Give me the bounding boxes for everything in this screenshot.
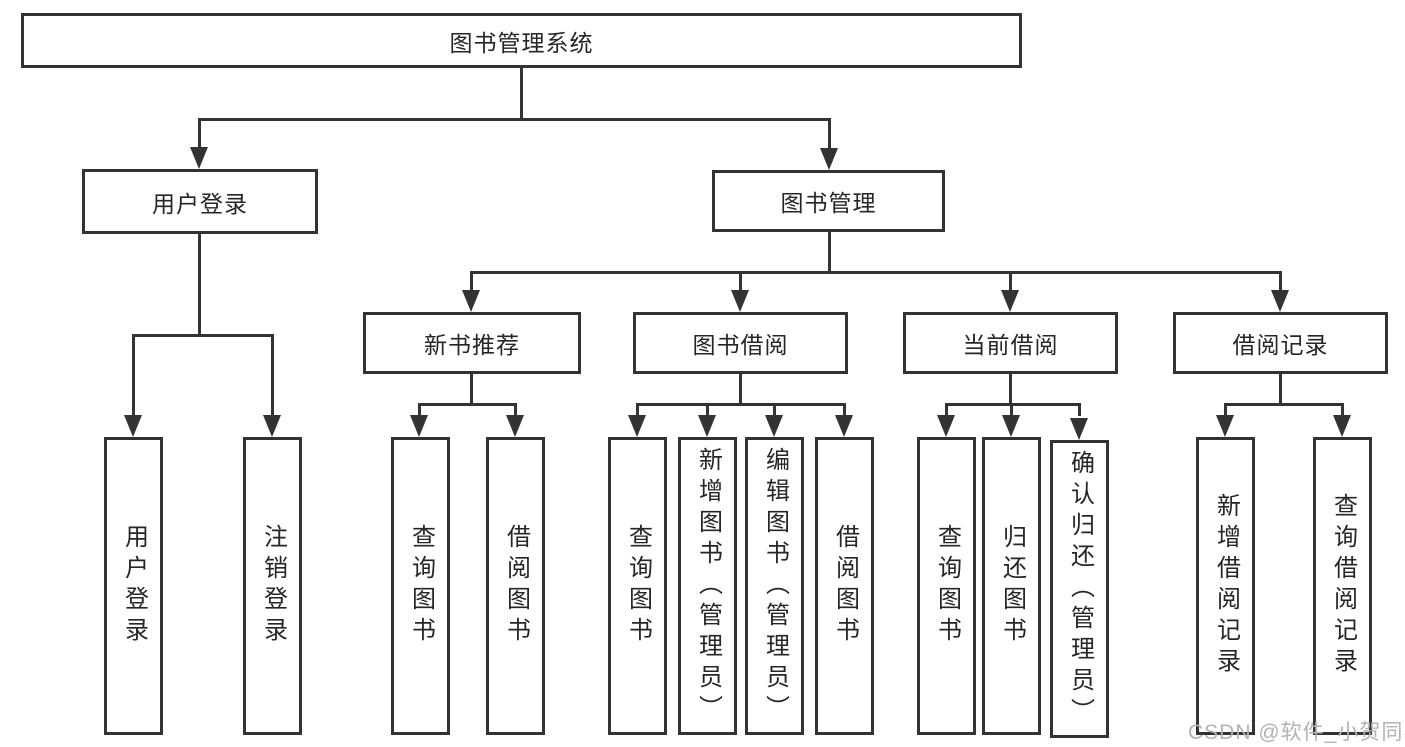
leaf-logout: 注销登录 bbox=[243, 437, 302, 735]
connector-book-borrow-rail bbox=[636, 403, 844, 406]
csdn-watermark: CSDN @软件_小贺同学 bbox=[1188, 721, 1405, 744]
connector-to-leaf-rec-borrow bbox=[514, 403, 517, 416]
arrowhead-leaf-br-add bbox=[1216, 415, 1234, 437]
leaf-rec-query-books: 查询图书 bbox=[391, 437, 450, 735]
arrowhead-leaf-bb-edit bbox=[765, 415, 783, 437]
leaf-user-login-label: 用户登录 bbox=[120, 524, 148, 648]
leaf-bb-add-books: 新增图书（管理员） bbox=[678, 437, 737, 735]
arrowhead-leaf-user-login bbox=[124, 415, 142, 437]
node-user-login: 用户登录 bbox=[82, 169, 318, 234]
arrowhead-borrow-record bbox=[1271, 290, 1289, 312]
connector-level2-rail bbox=[198, 118, 831, 121]
connector-user-login-rail bbox=[132, 334, 273, 337]
node-new-book-rec-label: 新书推荐 bbox=[424, 332, 520, 358]
node-current-borrow-label: 当前借阅 bbox=[962, 332, 1059, 358]
leaf-bb-query-books-label: 查询图书 bbox=[624, 524, 652, 648]
leaf-bb-add-books-label: 新增图书（管理员） bbox=[694, 446, 722, 726]
leaf-cb-confirm-return: 确认归还（管理员） bbox=[1050, 440, 1109, 738]
node-book-borrow: 图书借阅 bbox=[633, 312, 848, 374]
leaf-rec-query-books-label: 查询图书 bbox=[407, 524, 435, 648]
arrowhead-leaf-rec-borrow bbox=[506, 415, 524, 437]
node-user-login-label: 用户登录 bbox=[152, 190, 248, 217]
connector-borrow-record-stem bbox=[1279, 374, 1282, 405]
connector-to-leaf-user-login bbox=[132, 334, 135, 415]
connector-to-new-book-rec bbox=[470, 271, 473, 290]
leaf-br-add-record: 新增借阅记录 bbox=[1196, 437, 1255, 735]
connector-to-borrow-record bbox=[1279, 271, 1282, 290]
connector-book-mgmt-stem bbox=[828, 232, 831, 273]
connector-to-leaf-rec-query bbox=[418, 403, 421, 416]
arrowhead-leaf-logout bbox=[263, 415, 281, 437]
leaf-logout-label: 注销登录 bbox=[259, 524, 287, 648]
leaf-bb-borrow-books-label: 借阅图书 bbox=[831, 524, 859, 648]
node-borrow-record-label: 借阅记录 bbox=[1232, 332, 1329, 358]
connector-to-user-login bbox=[198, 118, 201, 149]
node-borrow-record: 借阅记录 bbox=[1173, 312, 1388, 374]
connector-to-leaf-br-add bbox=[1224, 403, 1227, 416]
arrowhead-leaf-cb-return bbox=[1002, 415, 1020, 437]
leaf-br-add-record-label: 新增借阅记录 bbox=[1212, 493, 1240, 679]
arrowhead-leaf-bb-add bbox=[698, 415, 716, 437]
connector-to-leaf-cb-confirm bbox=[1078, 403, 1081, 416]
connector-new-book-rec-stem bbox=[470, 374, 473, 405]
node-new-book-rec: 新书推荐 bbox=[363, 312, 581, 374]
arrowhead-leaf-cb-query bbox=[937, 415, 955, 437]
leaf-rec-borrow-books-label: 借阅图书 bbox=[502, 524, 530, 648]
connector-to-leaf-cb-return bbox=[1010, 403, 1013, 416]
connector-new-book-rec-rail bbox=[418, 403, 517, 406]
connector-to-leaf-cb-query bbox=[945, 403, 948, 416]
leaf-br-query-record-label: 查询借阅记录 bbox=[1329, 493, 1357, 679]
connector-borrow-record-rail bbox=[1224, 403, 1343, 406]
leaf-bb-query-books: 查询图书 bbox=[608, 437, 667, 735]
leaf-rec-borrow-books: 借阅图书 bbox=[486, 437, 545, 735]
arrowhead-new-book-rec bbox=[462, 290, 480, 312]
connector-to-leaf-logout bbox=[271, 334, 274, 415]
leaf-br-query-record: 查询借阅记录 bbox=[1313, 437, 1372, 735]
arrowhead-leaf-bb-borrow bbox=[835, 415, 853, 437]
arrowhead-user-login bbox=[190, 147, 208, 169]
leaf-cb-confirm-return-label: 确认归还（管理员） bbox=[1066, 449, 1094, 729]
leaf-cb-return-books: 归还图书 bbox=[982, 437, 1041, 735]
connector-current-borrow-stem bbox=[1009, 374, 1012, 405]
leaf-cb-query-books-label: 查询图书 bbox=[933, 524, 961, 648]
leaf-cb-query-books: 查询图书 bbox=[917, 437, 976, 735]
node-book-mgmt: 图书管理 bbox=[712, 170, 945, 232]
connector-to-leaf-bb-query bbox=[636, 403, 639, 416]
leaf-bb-edit-books-label: 编辑图书（管理员） bbox=[761, 446, 789, 726]
node-root: 图书管理系统 bbox=[21, 13, 1022, 68]
leaf-bb-borrow-books: 借阅图书 bbox=[815, 437, 874, 735]
arrowhead-leaf-bb-query bbox=[628, 415, 646, 437]
arrowhead-current-borrow bbox=[1001, 290, 1019, 312]
node-book-mgmt-label: 图书管理 bbox=[780, 190, 877, 216]
connector-book-borrow-stem bbox=[739, 374, 742, 405]
node-current-borrow: 当前借阅 bbox=[903, 312, 1118, 374]
connector-to-leaf-bb-add bbox=[706, 403, 709, 416]
connector-level3-rail bbox=[470, 271, 1282, 274]
arrowhead-leaf-br-query bbox=[1333, 415, 1351, 437]
leaf-user-login: 用户登录 bbox=[104, 437, 163, 735]
connector-to-leaf-bb-edit bbox=[773, 403, 776, 416]
connector-to-book-mgmt bbox=[828, 118, 831, 149]
connector-to-current-borrow bbox=[1009, 271, 1012, 290]
arrowhead-leaf-cb-confirm bbox=[1070, 418, 1088, 440]
arrowhead-book-borrow bbox=[731, 290, 749, 312]
node-book-borrow-label: 图书借阅 bbox=[692, 332, 789, 358]
node-root-label: 图书管理系统 bbox=[449, 29, 594, 56]
leaf-cb-return-books-label: 归还图书 bbox=[998, 524, 1026, 648]
connector-root-stem bbox=[520, 68, 523, 119]
connector-to-book-borrow bbox=[739, 271, 742, 290]
leaf-bb-edit-books: 编辑图书（管理员） bbox=[745, 437, 804, 735]
arrowhead-book-mgmt bbox=[820, 148, 838, 170]
connector-to-leaf-br-query bbox=[1341, 403, 1344, 416]
connector-to-leaf-bb-borrow bbox=[843, 403, 846, 416]
arrowhead-leaf-rec-query bbox=[410, 415, 428, 437]
connector-user-login-stem bbox=[198, 234, 201, 336]
